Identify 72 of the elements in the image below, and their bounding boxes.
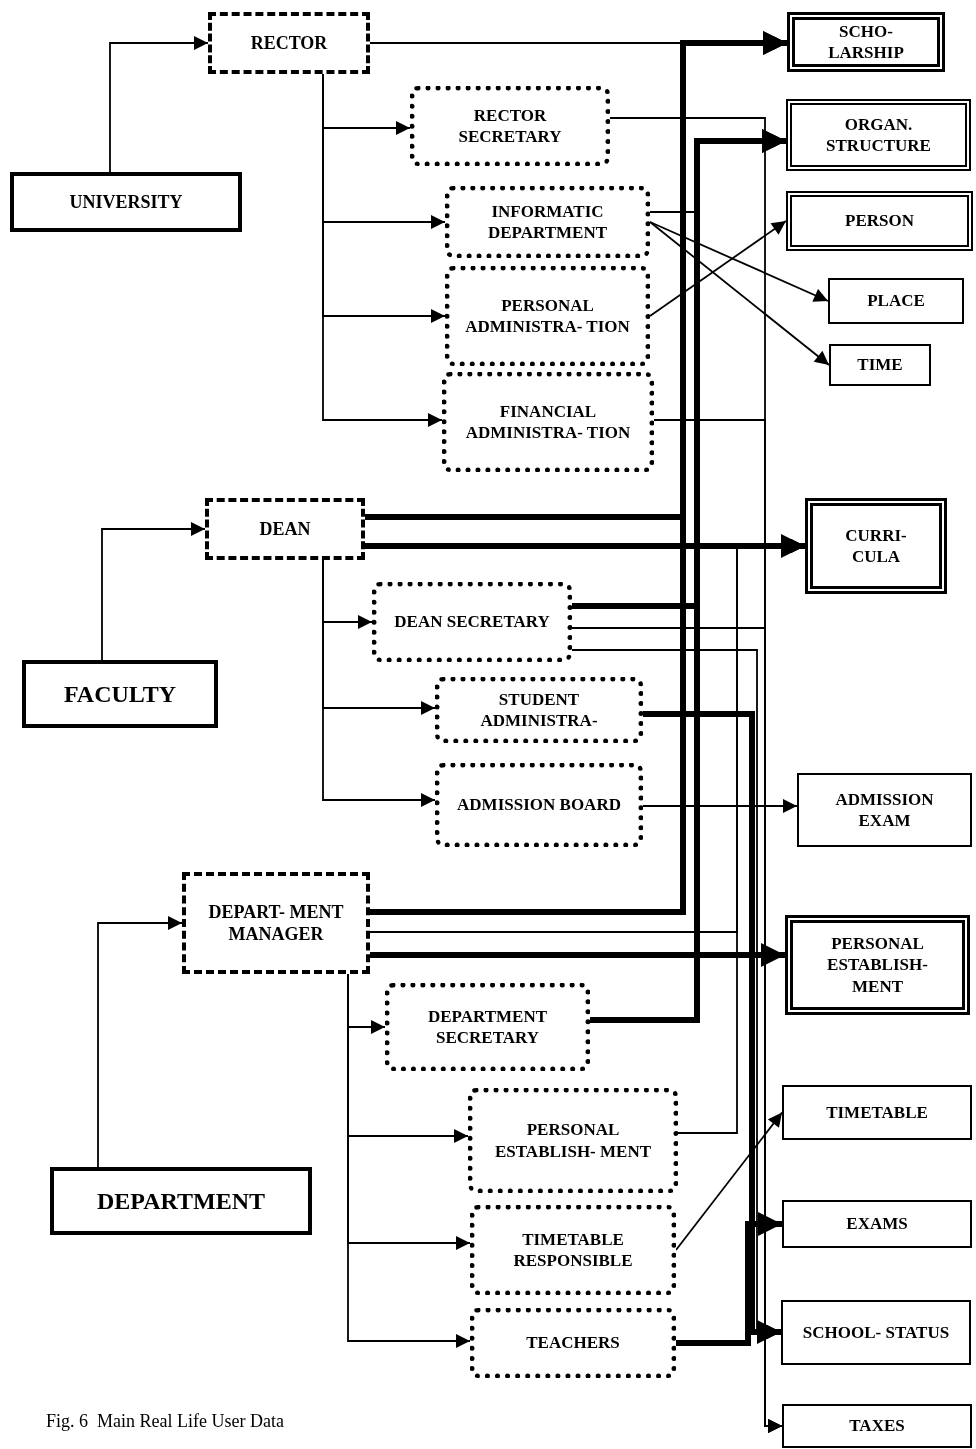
role-box [208,12,370,74]
role-box [435,763,643,847]
arrow [97,916,183,1168]
caption: Fig. 6 Main Real Life User Data [46,1410,284,1433]
node-label: TIMETABLE [826,1101,928,1124]
node-label: DEPARTMENT [96,1187,265,1216]
node-label: RECTOR [250,31,328,55]
node-label: TEACHERS [526,1332,620,1354]
node-label: PLACE [867,290,925,312]
data-box [805,498,947,594]
node-label: RECTOR SECRETARY [457,104,563,148]
arrow [675,1111,783,1251]
node-label: DEAN [259,517,311,541]
node-label: PERSON [845,210,914,232]
node-label: TAXES [849,1415,905,1437]
arrow [101,522,206,661]
role-box [445,266,650,366]
node-label: SCHOOL- STATUS [802,1321,950,1344]
node-label: PERSONAL ESTABLISH- MENT [494,1119,652,1162]
data-box [797,773,972,847]
arrow [322,559,436,807]
node-label: STUDENT ADMINISTRA- [479,688,599,732]
node-label: PERSONAL ADMINISTRA- TION [464,294,631,338]
role-box [470,1308,676,1378]
node-label: ORGAN. STRUCTURE [825,113,932,157]
node-label: TIME [857,354,903,376]
node-label: CURRI- CULA [844,524,908,568]
arrow [370,943,785,967]
node-label: DEPARTMENT SECRETARY [426,1005,548,1049]
role-box [435,677,643,743]
arrow [109,36,209,173]
data-box [785,915,970,1015]
data-box [786,191,973,251]
arrow [642,799,798,813]
entity-box [50,1167,312,1235]
role-box [442,372,654,472]
node-label: DEPART- MENT MANAGER [207,900,345,946]
arrow [365,534,805,558]
role-box [445,186,650,258]
entity-box [10,172,242,232]
arrow [676,1212,782,1346]
node-label: ADMISSION BOARD [457,794,621,816]
role-box [410,86,610,166]
role-box [182,872,370,974]
node-label: UNIVERSITY [69,190,183,214]
data-box [782,1200,972,1248]
data-box [829,344,931,386]
node-label: INFORMATIC DEPARTMENT [486,200,608,244]
arrow [649,221,830,366]
node-label: SCHO- LARSHIP [827,20,905,64]
data-box [782,1404,972,1448]
role-box [385,983,590,1071]
data-box [786,99,971,171]
role-box [470,1205,676,1295]
data-box [782,1085,972,1140]
role-box [372,582,572,662]
role-box [468,1088,678,1193]
arrow [643,711,781,1344]
node-label: ADMISSION EXAM [834,788,935,832]
data-box [781,1300,971,1365]
node-label: EXAMS [846,1213,908,1235]
node-label: FACULTY [64,680,176,709]
arrow [649,220,787,317]
node-label: DEAN SECRETARY [394,611,550,633]
data-box [787,12,945,72]
node-label: PERSONAL ESTABLISH- MENT [826,933,929,997]
entity-box [22,660,218,728]
role-box [205,498,365,560]
arrow [649,221,829,302]
data-box [828,278,964,324]
node-label: TIMETABLE RESPONSIBLE [512,1228,634,1272]
node-label: FINANCIAL ADMINISTRA- TION [464,400,632,444]
